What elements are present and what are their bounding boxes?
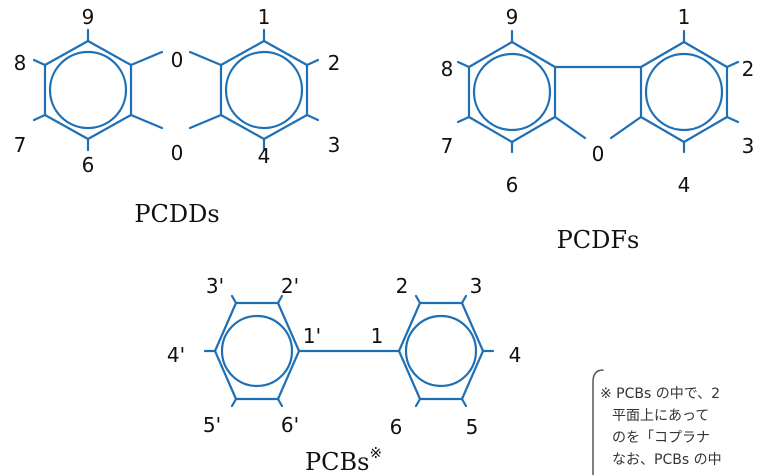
footnote-line-2: 平面上にあって (612, 408, 710, 424)
pcbs-position-5p: 5' (203, 413, 221, 437)
pcdfs-title: PCDFs (557, 226, 640, 254)
pcdds-bond (32, 113, 47, 122)
pcdfs-position-2: 2 (742, 57, 755, 81)
pcdfs-structure: 9 8 7 6 0 1 2 3 4 PCDFs (441, 5, 755, 254)
pcdds-right-ring (219, 39, 309, 141)
pcbs-left-ring-inner (220, 314, 294, 388)
pcdfs-position-1: 1 (678, 5, 691, 29)
pcdfs-position-8: 8 (441, 57, 454, 81)
pcbs-bond (230, 294, 238, 305)
pcdds-bond (32, 58, 47, 67)
pcbs-footnote: ※ PCBs の中で、2 平面上にあって のを「コプラナ なお、PCBs の中 (600, 383, 768, 471)
pcdds-bond (305, 113, 320, 122)
pcdfs-bond (609, 115, 643, 140)
pcbs-bond (414, 294, 422, 305)
note-bracket (592, 369, 604, 475)
pcdds-position-4: 4 (258, 144, 271, 168)
pcdds-bond (188, 113, 223, 130)
pcbs-bond (460, 397, 468, 408)
pcdfs-bond (553, 115, 587, 140)
pcdds-bond (129, 113, 164, 130)
pcdfs-bond (456, 60, 471, 69)
pcbs-position-2: 2 (396, 274, 409, 298)
pcdfs-bond (725, 60, 740, 69)
pcdds-position-2: 2 (328, 51, 341, 75)
footnote-line-1: ※ PCBs の中で、2 (600, 386, 721, 402)
pcdfs-left-ring (467, 40, 557, 144)
pcbs-position-1p: 1' (303, 324, 321, 348)
pcdfs-oxygen: 0 (592, 142, 605, 166)
pcdfs-right-ring (639, 40, 729, 144)
pcbs-right-ring-inner (404, 314, 478, 388)
pcdfs-right-ring-inner (644, 52, 724, 132)
pcdds-position-6: 6 (82, 153, 95, 177)
pcbs-position-3: 3 (470, 274, 483, 298)
pcbs-right-ring (397, 301, 485, 401)
pcbs-bond (414, 397, 422, 408)
pcbs-position-6p: 6' (281, 413, 299, 437)
pcdfs-left-ring-inner (472, 52, 552, 132)
pcdds-bond (129, 50, 164, 67)
pcdfs-position-9: 9 (506, 5, 519, 29)
pcdds-position-3: 3 (328, 133, 341, 157)
pcbs-name: PCBs (305, 448, 369, 475)
pcbs-position-3p: 3' (206, 274, 224, 298)
pcbs-bond (276, 294, 284, 305)
pcbs-left-ring (213, 301, 301, 401)
pcbs-position-4p: 4' (167, 343, 185, 367)
pcbs-bond (230, 397, 238, 408)
pcbs-structure: 3' 2' 4' 1' 5' 6' 2 3 1 4 6 5 PCBs※ (167, 274, 521, 475)
pcdds-position-1: 1 (258, 5, 271, 29)
pcdfs-bond (725, 115, 740, 124)
pcbs-note-mark: ※ (369, 444, 382, 462)
pcdds-position-7: 7 (14, 133, 27, 157)
pcbs-bond (460, 294, 468, 305)
pcdds-position-9: 9 (82, 5, 95, 29)
pcdds-left-ring (43, 39, 133, 141)
pcbs-position-2p: 2' (281, 274, 299, 298)
footnote-line-3: のを「コプラナ (612, 430, 710, 446)
pcbs-position-1: 1 (371, 324, 384, 348)
pcdfs-position-3: 3 (742, 134, 755, 158)
pcdds-left-ring-inner (48, 50, 128, 130)
pcdds-structure: 9 8 7 6 0 0 1 2 3 4 PCDDs (14, 5, 341, 228)
pcdfs-bond (456, 115, 471, 124)
pcbs-position-5: 5 (466, 415, 479, 439)
pcdds-oxygen-top: 0 (171, 48, 184, 72)
pcdds-bond (188, 50, 223, 67)
pcbs-position-4: 4 (509, 343, 522, 367)
pcbs-bond (276, 397, 284, 408)
pcdfs-position-7: 7 (441, 134, 454, 158)
pcbs-title: PCBs※ (305, 444, 382, 475)
pcdfs-position-4: 4 (678, 173, 691, 197)
pcdds-position-8: 8 (14, 51, 27, 75)
pcdds-bond (305, 58, 320, 67)
pcdfs-position-6: 6 (506, 173, 519, 197)
footnote-line-4: なお、PCBs の中 (612, 452, 722, 468)
pcdds-oxygen-bottom: 0 (171, 141, 184, 165)
pcdds-title: PCDDs (134, 200, 219, 228)
pcdds-right-ring-inner (224, 50, 304, 130)
pcbs-position-6: 6 (390, 415, 403, 439)
